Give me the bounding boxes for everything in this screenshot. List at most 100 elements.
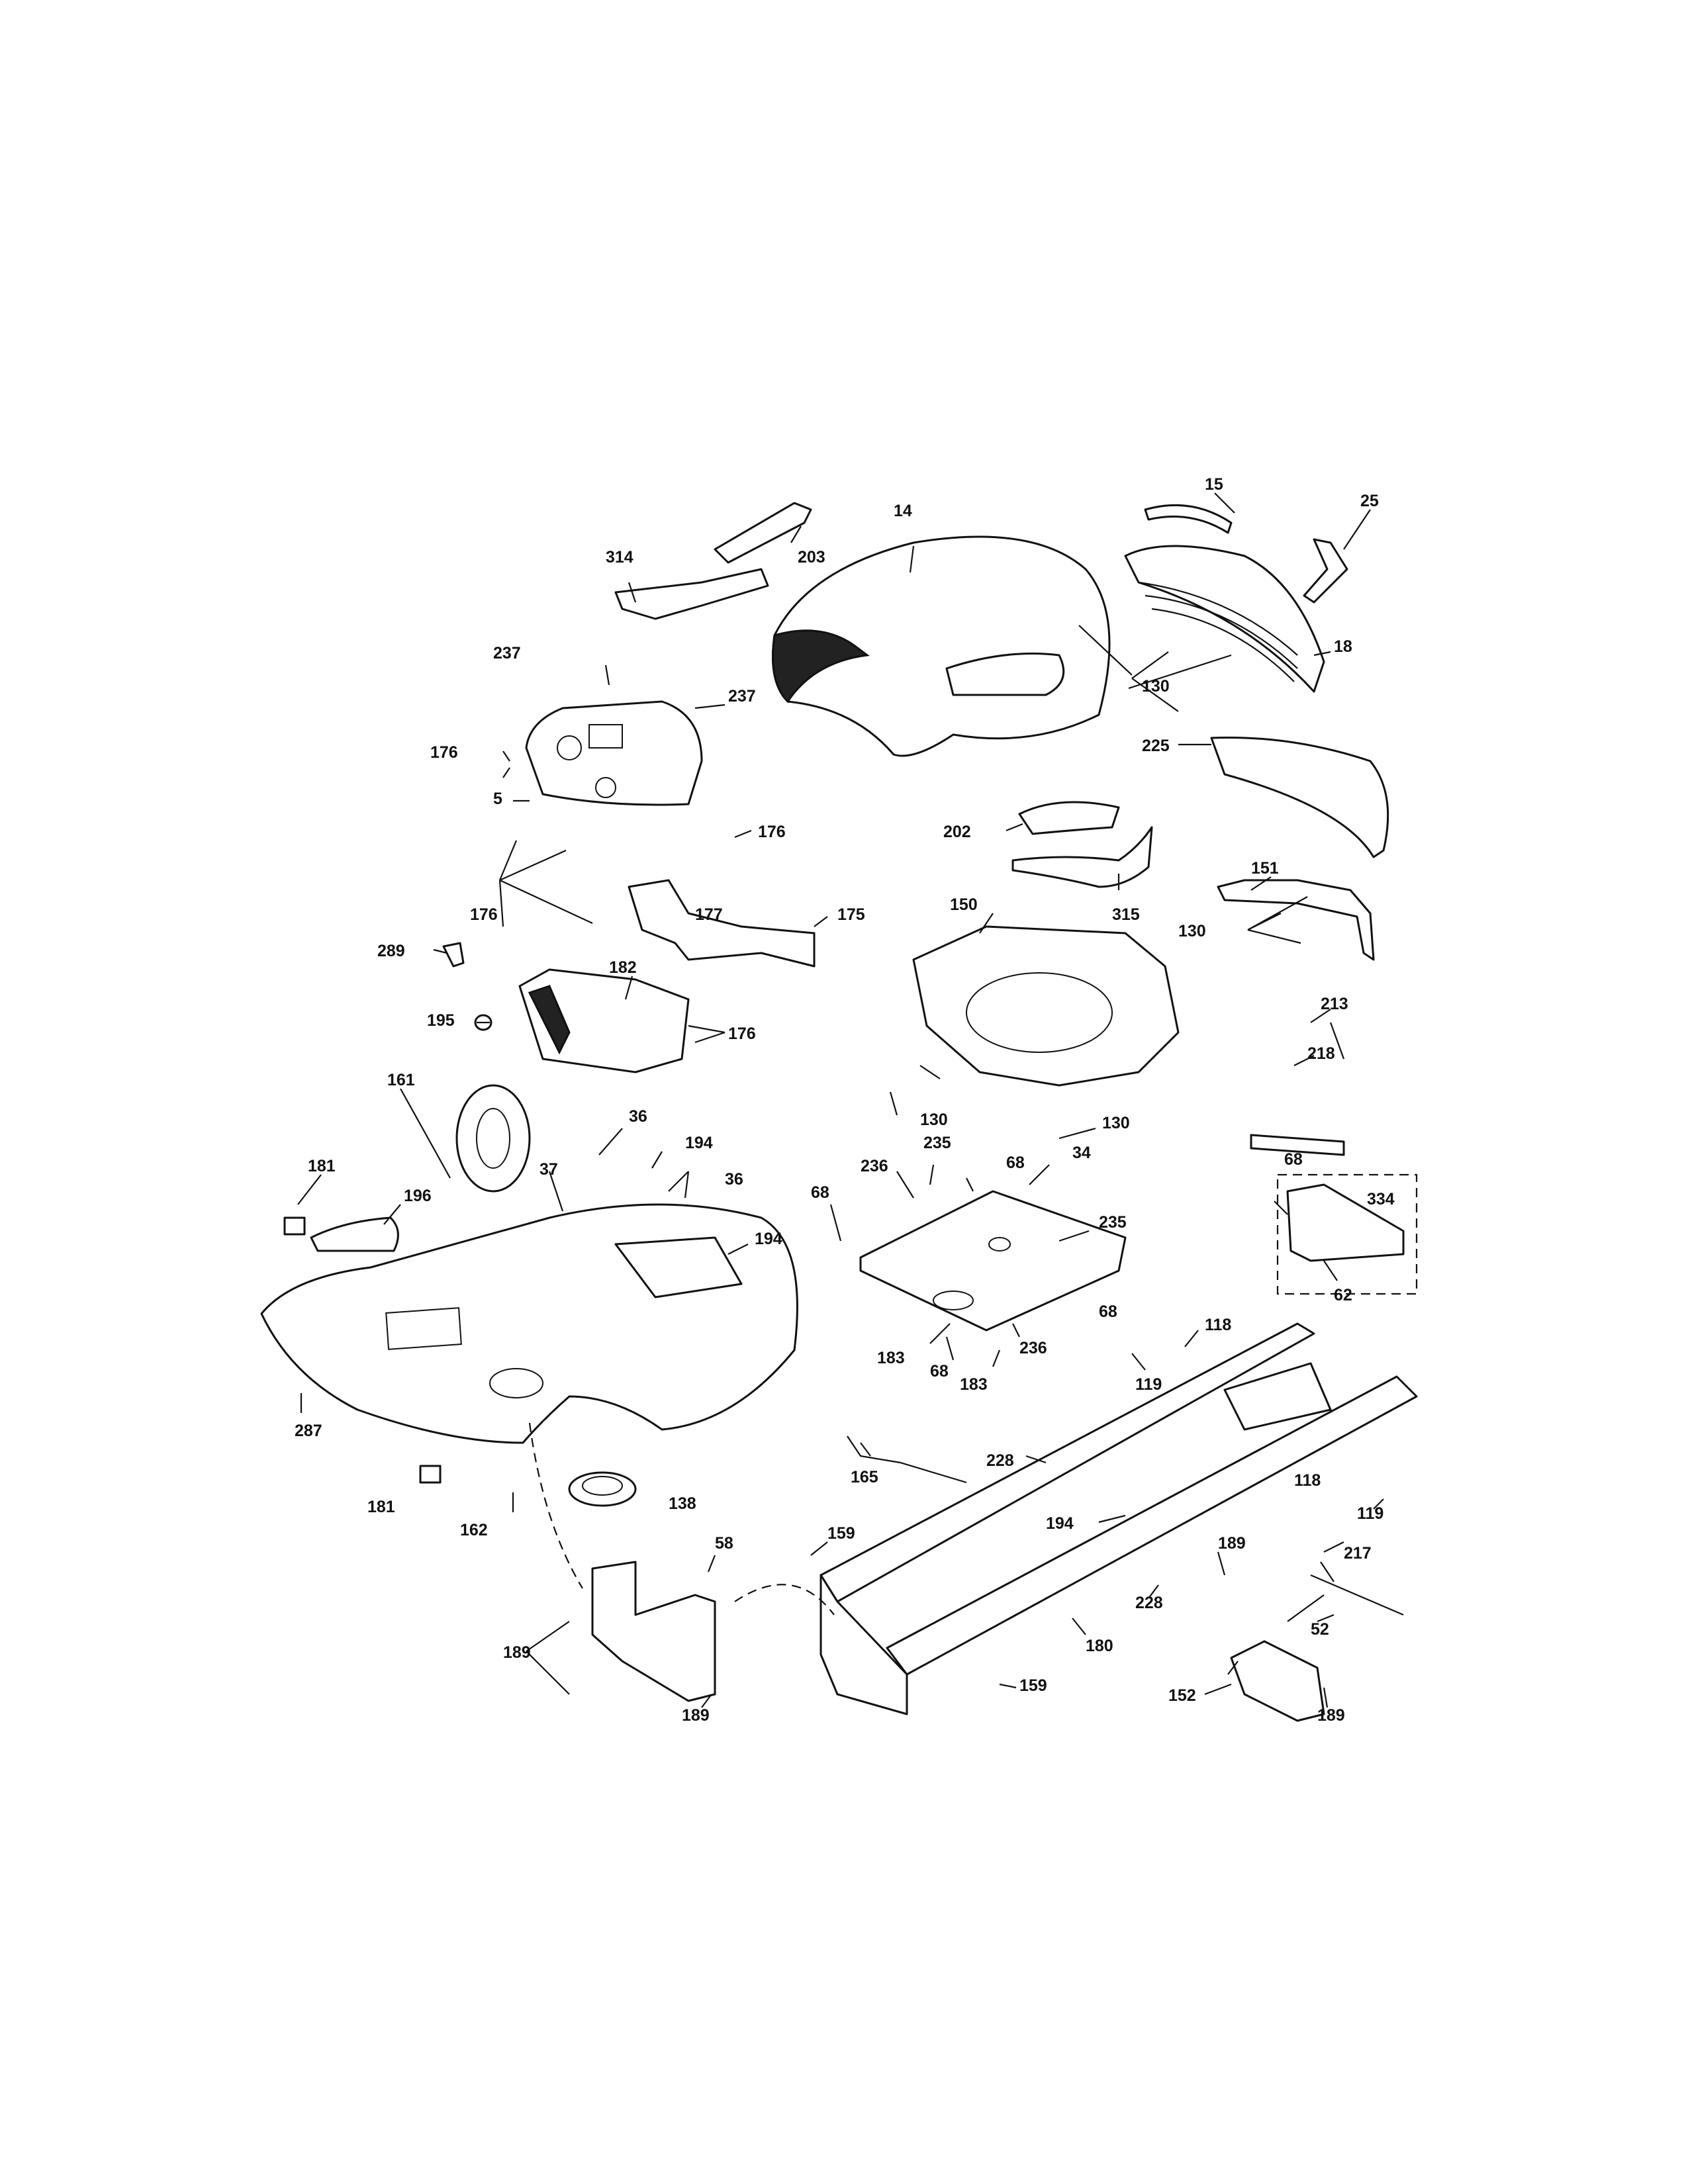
label-289: 289 [377,942,405,960]
label-37: 37 [539,1160,558,1179]
label-195: 195 [427,1011,455,1030]
label-138: 138 [669,1494,696,1513]
part-15-strip [1144,504,1233,534]
label-58: 58 [715,1534,733,1553]
label-237-left: 237 [493,644,521,662]
label-68-left: 68 [811,1183,829,1202]
label-152: 152 [1168,1686,1196,1705]
part-14-hood [772,535,1111,757]
label-36-mid: 36 [725,1170,743,1189]
label-162: 162 [460,1521,488,1539]
part-5-gauge [557,735,582,760]
part-14-hood-vent [945,653,1065,696]
label-118-bottom: 118 [1294,1471,1321,1490]
label-34: 34 [1072,1144,1091,1162]
label-228-bottom: 228 [1135,1594,1163,1612]
label-182: 182 [609,958,637,977]
label-287: 287 [295,1422,322,1440]
label-180: 180 [1086,1637,1113,1655]
part-203-handle [714,502,812,564]
label-130-bracket: 130 [1178,922,1206,940]
label-176-lower: 176 [728,1024,756,1043]
label-68-right: 68 [1099,1302,1117,1321]
label-151: 151 [1251,859,1279,878]
part-152-cover [1230,1640,1325,1722]
part-180-frame-rear [1223,1362,1332,1431]
label-36-top: 36 [629,1107,647,1126]
part-shapes [260,502,1418,1722]
part-180-frame-right [886,1375,1418,1676]
label-14: 14 [894,502,912,520]
label-203: 203 [798,548,825,567]
part-14-hood-front [772,629,870,704]
label-130-pan-left: 130 [920,1111,948,1129]
label-236-bottom: 236 [1019,1339,1047,1357]
label-218: 218 [1307,1044,1335,1063]
part-34-plate-hole-a [933,1291,974,1310]
label-183-left: 183 [877,1349,905,1367]
part-18-grille-ribs [1138,581,1298,682]
part-34-plate [859,1190,1127,1332]
label-196: 196 [404,1187,432,1205]
label-176-right: 176 [758,823,786,841]
label-62: 62 [1334,1286,1352,1304]
label-118-top: 118 [1205,1316,1231,1334]
part-217-rod [1310,1574,1404,1616]
label-235-top: 235 [923,1134,951,1152]
leader-lines [297,492,1384,1708]
part-138-grommet-inner [582,1476,623,1496]
label-194-right: 194 [755,1230,782,1248]
label-130-hood: 130 [1142,677,1170,696]
label-189-bottom: 189 [682,1706,710,1725]
label-161: 161 [387,1071,415,1089]
part-151-bracket [1217,879,1375,961]
label-228-top: 228 [986,1451,1014,1470]
label-181-bottom: 181 [367,1498,395,1516]
label-194-frame: 194 [1046,1514,1074,1533]
part-314-bracket [614,568,769,620]
part-37-deck-panel [385,1307,462,1350]
callout-labels: 15 25 14 203 314 18 130 237 237 176 5 17… [295,475,1395,1725]
label-176-top: 176 [430,743,458,762]
part-150-pan-opening [966,972,1113,1053]
label-68-218: 68 [1284,1150,1303,1169]
label-130-pan-right: 130 [1102,1114,1130,1132]
label-315: 315 [1112,905,1140,924]
label-235-right: 235 [1099,1213,1127,1232]
label-119-bottom: 119 [1357,1504,1383,1523]
part-165-rod [847,1435,967,1484]
label-175: 175 [837,905,865,924]
part-5-display [588,724,623,749]
part-181-bushing-bottom [419,1465,442,1484]
label-159-top: 159 [827,1524,855,1543]
label-18: 18 [1334,637,1352,656]
part-37-deck-hole [489,1368,543,1398]
label-314: 314 [606,548,633,567]
label-119-top: 119 [1135,1375,1162,1394]
label-181-top: 181 [308,1157,336,1175]
label-217: 217 [1344,1544,1372,1563]
label-202: 202 [943,823,971,841]
part-196-cover [310,1216,399,1252]
part-175-brace [628,879,816,968]
label-25: 25 [1360,492,1379,510]
part-181-bushing-top [283,1216,306,1236]
label-334: 334 [1367,1190,1395,1208]
label-165: 165 [851,1468,878,1486]
part-34-plate-hole-b [988,1237,1011,1251]
label-237-right: 237 [728,687,756,705]
label-177: 177 [695,905,723,924]
part-37-deck-insert [614,1236,743,1298]
part-202-insert [1018,801,1120,835]
part-334-dashed-box [1276,1173,1418,1295]
label-52: 52 [1311,1620,1329,1639]
part-182-console-dark [528,985,571,1055]
label-236-top: 236 [861,1157,888,1175]
label-5: 5 [493,790,502,808]
label-189-top: 189 [1218,1534,1246,1553]
label-194-top: 194 [685,1134,713,1152]
part-180-frame-front [820,1574,908,1715]
part-25-clip [1303,538,1348,604]
label-68-bottom: 68 [930,1362,949,1381]
part-289-clip [442,942,465,968]
